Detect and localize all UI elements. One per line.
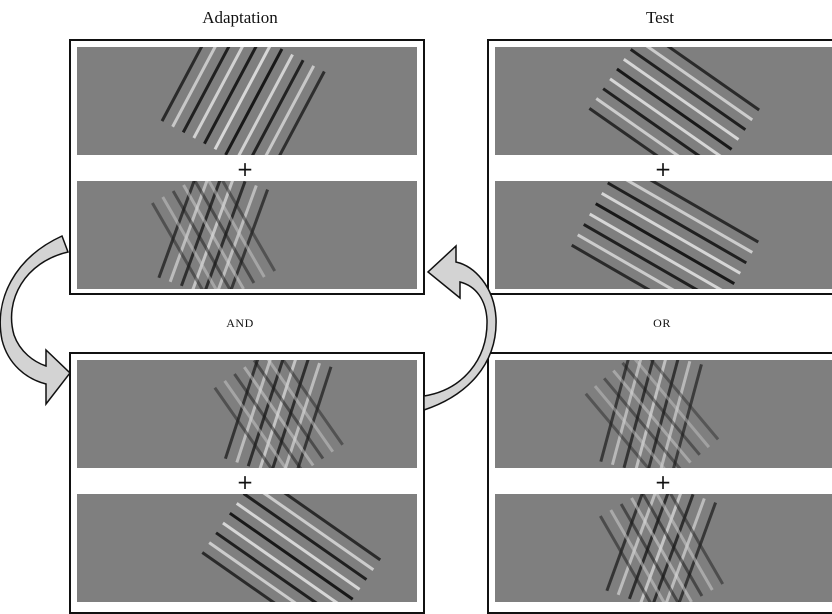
plaid-stimulus — [495, 494, 832, 602]
plaid-stimulus — [495, 360, 832, 468]
curved-arrow-left — [0, 234, 72, 407]
adaptation-panel-1: + — [69, 39, 425, 295]
fixation-cross: + — [236, 470, 254, 494]
test-panel-1: + — [487, 39, 832, 295]
grating-stimulus — [77, 47, 417, 155]
and-label: AND — [226, 316, 254, 330]
test-panel-2: + — [487, 352, 832, 614]
grating-stimulus — [495, 181, 832, 289]
fixation-cross: + — [236, 157, 254, 181]
plaid-stimulus — [77, 181, 417, 289]
adaptation-panel-2: + — [69, 352, 425, 614]
fixation-cross: + — [654, 157, 672, 181]
grating-stimulus — [495, 47, 832, 155]
adaptation-heading: Adaptation — [202, 8, 278, 27]
curved-arrow-right — [423, 244, 497, 412]
or-label: OR — [653, 316, 671, 330]
fixation-cross: + — [654, 470, 672, 494]
plaid-stimulus — [77, 360, 417, 468]
grating-stimulus — [77, 494, 417, 602]
test-heading: Test — [645, 8, 675, 27]
